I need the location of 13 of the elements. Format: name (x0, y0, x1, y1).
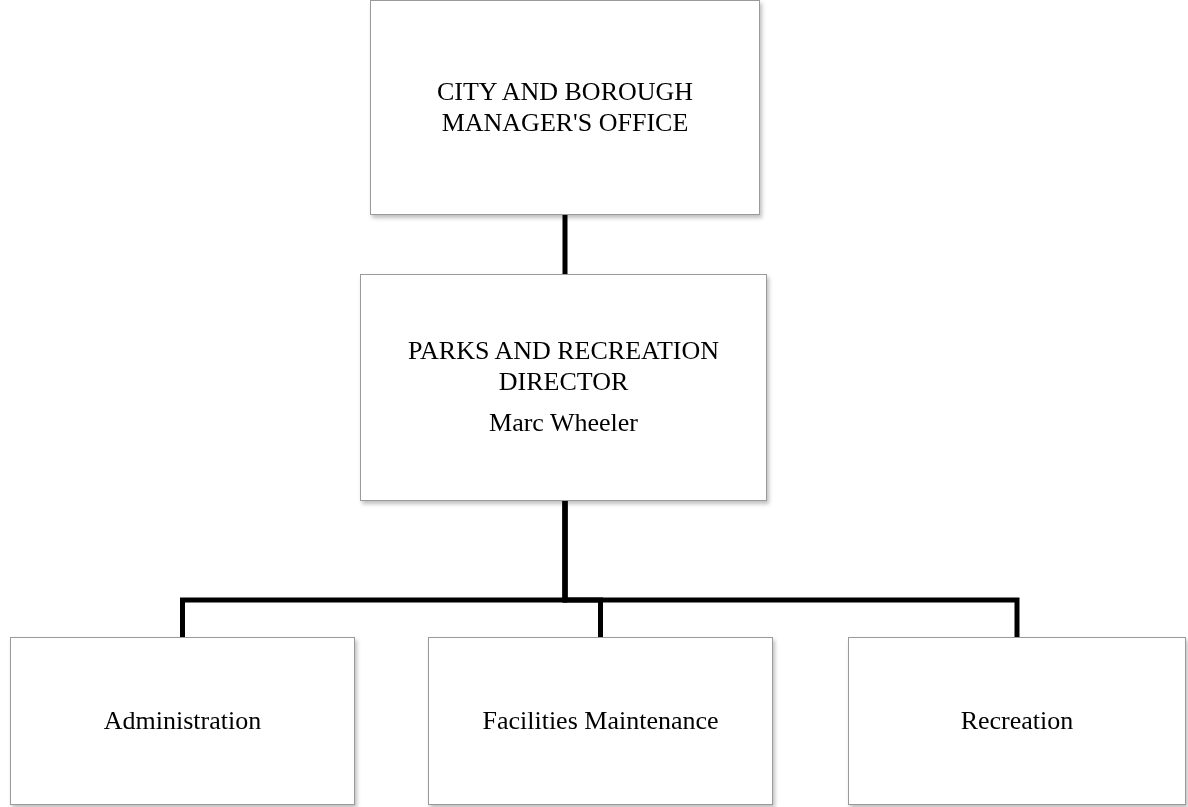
unit-title: Recreation (960, 705, 1074, 737)
connector-line (562, 215, 568, 274)
person-name: Marc Wheeler (489, 407, 638, 439)
unit-title: Facilities Maintenance (482, 705, 719, 737)
org-box (428, 637, 773, 805)
connector-line (562, 501, 1020, 637)
unit-title: Administration (103, 705, 262, 737)
org-box (370, 0, 760, 215)
org-box (360, 274, 767, 501)
unit-title: PARKS AND RECREATION DIRECTOR (406, 336, 721, 398)
unit-title: CITY AND BOROUGH MANAGER'S OFFICE (435, 76, 695, 139)
org-box (10, 637, 355, 805)
org-box (848, 637, 1186, 805)
